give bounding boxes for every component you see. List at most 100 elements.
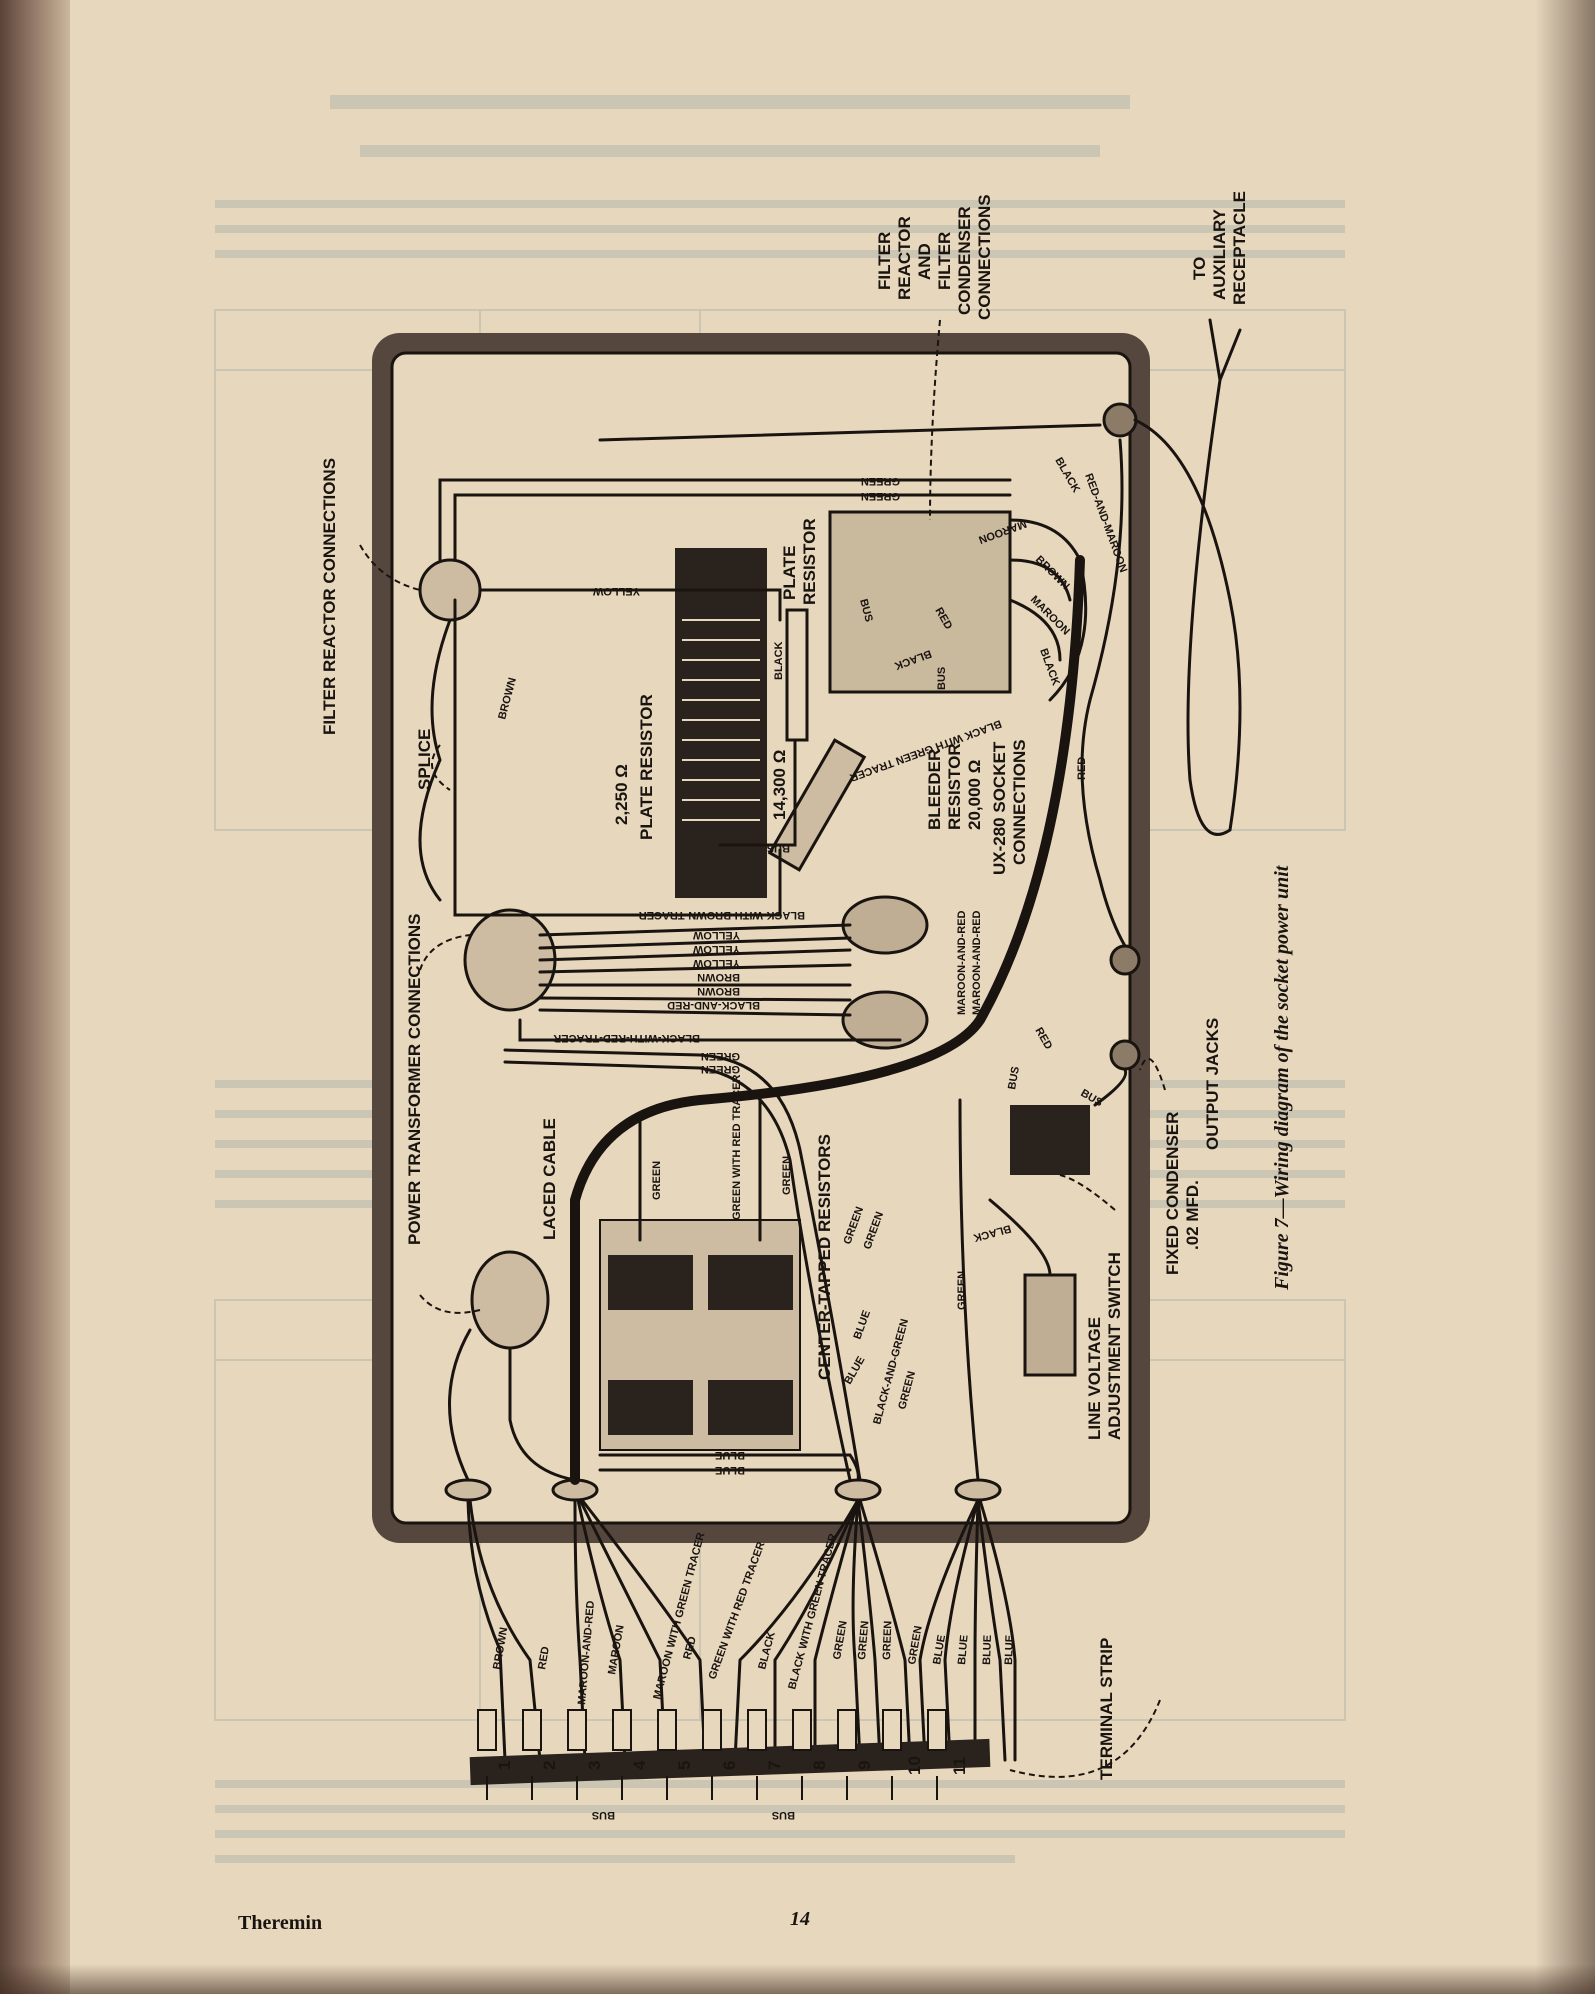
wire-label-maroon-red-2: MAROON-AND-RED xyxy=(971,910,983,1015)
plate-resistor-2250 xyxy=(675,548,767,898)
wire-label-lower-3: GREEN xyxy=(781,1156,793,1195)
terminal-wire-label-17: BLUE xyxy=(1003,1635,1016,1665)
terminal-number-8: 8 xyxy=(810,1761,829,1770)
bleeder-label-2: RESISTOR xyxy=(945,743,964,830)
terminal-number-1: 1 xyxy=(495,1761,514,1770)
wire-label-black-plate: BLACK xyxy=(773,641,785,680)
wire-label-middle-5: BROWN xyxy=(697,971,740,983)
terminal-number-3: 3 xyxy=(585,1761,604,1770)
wire-label-middle-1: BLACK-WITH-BROWN-TRACER xyxy=(639,909,805,921)
terminal-wire-label-9: BLACK WITH GREEN TRACER xyxy=(786,1532,839,1690)
terminal-strip xyxy=(469,1738,991,1786)
bleeder-label-3: 20,000 Ω xyxy=(965,760,984,830)
wire-label-right-8: RED xyxy=(1076,757,1088,780)
socket-oval-upper xyxy=(841,895,929,955)
filter-condenser-label-5: CONDENSER xyxy=(955,206,974,315)
terminal-number-5: 5 xyxy=(675,1761,694,1770)
figure-caption: Figure 7—Wiring diagram of the socket po… xyxy=(1271,864,1293,1291)
plate-resistor-14300 xyxy=(785,608,809,742)
line-voltage-label-2: ADJUSTMENT SWITCH xyxy=(1105,1252,1124,1440)
wire-label-green-top-1: GREEN xyxy=(861,475,900,487)
power-transformer-grommet-lower xyxy=(470,1250,550,1350)
fixed-condenser xyxy=(1010,1105,1090,1175)
terminal-bus-label-1: BUS xyxy=(592,1809,615,1821)
auxiliary-label-2: AUXILIARY xyxy=(1210,208,1229,300)
wire-label-middle-8: BLACK-WITH-RED-TRACER xyxy=(553,1032,700,1044)
plate-resistor-name: PLATE RESISTOR xyxy=(637,694,656,840)
filter-reactor-label: FILTER REACTOR CONNECTIONS xyxy=(320,458,339,735)
filter-condenser-label-6: CONNECTIONS xyxy=(975,194,994,320)
wire-label-yellow-top: YELLOW xyxy=(592,585,640,597)
terminal-number-9: 9 xyxy=(855,1761,874,1770)
footer-book-title: Theremin xyxy=(238,1912,323,1934)
wire-label-lower-2: GREEN WITH RED TRACER xyxy=(731,1075,743,1221)
wire-label-lower-10: GREEN xyxy=(956,1271,968,1310)
center-tapped-label: CENTER-TAPPED RESISTORS xyxy=(815,1134,834,1380)
bleeder-resistor xyxy=(767,738,867,872)
terminal-number-4: 4 xyxy=(630,1760,649,1770)
terminal-number-11: 11 xyxy=(950,1757,969,1775)
fixed-condenser-label-2: .02 MFD. xyxy=(1183,1180,1202,1250)
wire-label-lower-1: GREEN xyxy=(651,1161,663,1200)
wire-label-middle-2: YELLOW xyxy=(692,929,740,941)
filter-condenser-label-3: AND xyxy=(915,243,934,280)
filter-condenser-label-4: FILTER xyxy=(935,232,954,290)
terminal-number-6: 6 xyxy=(720,1761,739,1770)
auxiliary-grommet xyxy=(1102,402,1138,438)
terminal-wire-label-14: BLUE xyxy=(931,1634,948,1666)
page-bottom-shadow xyxy=(0,1964,1595,1994)
output-jacks-label: OUTPUT JACKS xyxy=(1203,1018,1222,1150)
terminal-strip-label: TERMINAL STRIP xyxy=(1097,1638,1116,1780)
wire-label-middle-6: BROWN xyxy=(697,985,740,997)
terminal-number-2: 2 xyxy=(540,1761,559,1770)
bottom-grommet-1 xyxy=(444,1478,492,1502)
fixed-condenser-label-1: FIXED CONDENSER xyxy=(1163,1112,1182,1275)
wire-label-middle-4: YELLOW xyxy=(692,957,740,969)
terminal-wire-label-6: RED xyxy=(681,1635,699,1661)
socket-oval-lower xyxy=(841,990,929,1050)
terminal-number-7: 7 xyxy=(765,1761,784,1770)
wire-label-inner-3: BUS xyxy=(857,598,875,624)
plate-value-label: 14,300 Ω xyxy=(770,750,789,820)
wire-label-blue-bottom-2: BLUE xyxy=(715,1464,745,1476)
filter-condenser-label-1: FILTER xyxy=(875,232,894,290)
wire-label-blue-bottom-1: BLUE xyxy=(715,1449,745,1461)
page-number: 14 xyxy=(790,1908,810,1930)
wire-label-middle-7: BLACK-AND-RED xyxy=(667,999,760,1011)
wire-label-green-top-2: GREEN xyxy=(861,490,900,502)
bottom-grommet-3 xyxy=(834,1478,882,1502)
terminal-wire-label-5: MAROON WITH GREEN TRACER xyxy=(651,1531,707,1701)
bleeder-label-1: BLEEDER xyxy=(925,749,944,830)
line-voltage-switch xyxy=(1023,1273,1077,1377)
terminal-wire-label-16: BLUE xyxy=(981,1635,994,1665)
wire-label-bus-plate: BUS xyxy=(767,842,790,854)
output-jack-1 xyxy=(1109,944,1141,976)
page-binding xyxy=(0,0,70,1994)
page-edge-shadow xyxy=(1535,0,1595,1994)
auxiliary-label-1: TO xyxy=(1190,257,1209,280)
wire-label-middle-9: GREEN xyxy=(701,1050,740,1062)
filter-condenser-label-2: REACTOR xyxy=(895,216,914,300)
bottom-grommet-4 xyxy=(954,1478,1002,1502)
terminal-wire-label-12: GREEN xyxy=(881,1621,894,1661)
terminal-bus-label-2: BUS xyxy=(772,1809,795,1821)
wire-label-right-10: BUS xyxy=(1006,1066,1022,1091)
terminal-number-10: 10 xyxy=(905,1756,924,1775)
filter-reactor-grommet xyxy=(418,558,482,622)
terminal-wire-label-2: RED xyxy=(536,1646,552,1671)
power-transformer-label: POWER TRANSFORMER CONNECTIONS xyxy=(405,914,424,1246)
ux280-socket xyxy=(828,510,1012,694)
plate-resistor-value: 2,250 Ω xyxy=(612,764,631,825)
terminal-wire-label-11: GREEN xyxy=(856,1620,871,1660)
output-jack-2 xyxy=(1109,1039,1141,1071)
auxiliary-label-3: RECEPTACLE xyxy=(1230,191,1249,305)
wire-label-middle-3: YELLOW xyxy=(692,943,740,955)
plate-resistor-small-label-1: PLATE xyxy=(780,546,799,600)
ux280-label-1: UX-280 SOCKET xyxy=(990,741,1009,875)
wire-label-maroon-red-1: MAROON-AND-RED xyxy=(956,910,968,1015)
wire-label-inner-4: BUS xyxy=(936,667,948,690)
terminal-wire-label-10: GREEN xyxy=(831,1620,850,1661)
line-voltage-label-1: LINE VOLTAGE xyxy=(1085,1317,1104,1440)
